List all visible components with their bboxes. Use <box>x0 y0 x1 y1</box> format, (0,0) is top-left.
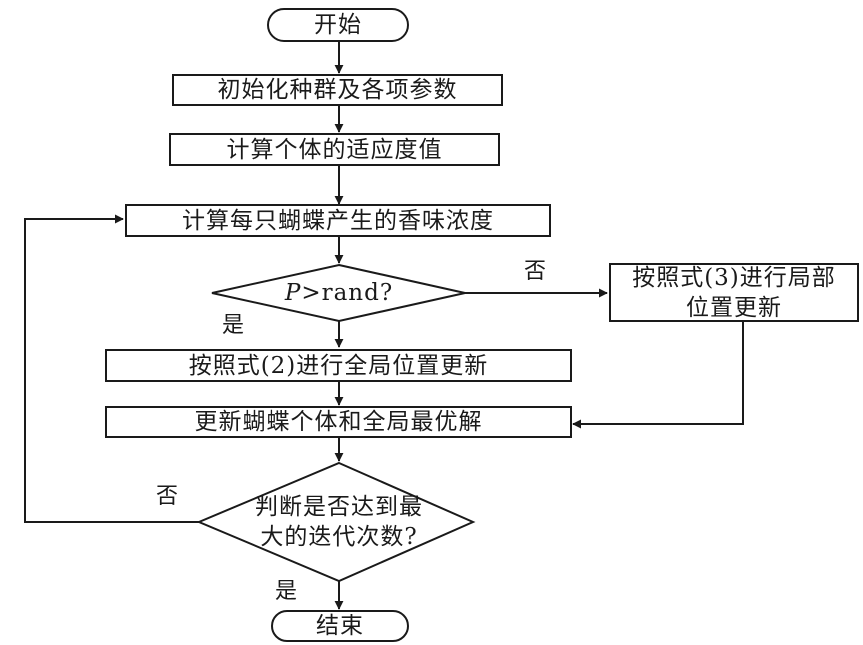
label-yes-decision2: 是 <box>275 579 298 604</box>
start-terminal: 开始 <box>267 8 409 42</box>
init-population-step: 初始化种群及各项参数 <box>172 74 503 106</box>
decision2-line2: 大的迭代次数? <box>260 524 418 550</box>
decision-p-rand <box>211 263 466 323</box>
compute-fitness-step: 计算个体的适应度值 <box>169 133 500 166</box>
update-best-step: 更新蝴蝶个体和全局最优解 <box>105 406 572 438</box>
arrow-decision2-no-loop <box>24 214 199 523</box>
local-update-step: 按照式(3)进行局部 位置更新 <box>609 263 859 322</box>
compute-fragrance-step: 计算每只蝴蝶产生的香味浓度 <box>125 204 551 237</box>
var-p: P <box>284 280 302 306</box>
decision-p-rand-rest: >rand? <box>301 280 394 306</box>
decision2-line1: 判断是否达到最 <box>255 494 423 520</box>
decision-max-iterations <box>196 461 476 583</box>
global-update-step: 按照式(2)进行全局位置更新 <box>105 349 572 382</box>
local-update-line1: 按照式(3)进行局部 <box>632 264 836 291</box>
label-yes-decision1: 是 <box>222 313 245 338</box>
arrow-local-to-best <box>572 322 744 429</box>
decision-p-rand-label: P>rand? <box>262 278 416 308</box>
label-no-decision1: 否 <box>524 259 547 284</box>
local-update-line2: 位置更新 <box>686 294 782 321</box>
end-terminal: 结束 <box>271 610 409 642</box>
label-no-decision2: 否 <box>156 484 179 509</box>
decision-max-iterations-label: 判断是否达到最 大的迭代次数? <box>229 492 449 552</box>
